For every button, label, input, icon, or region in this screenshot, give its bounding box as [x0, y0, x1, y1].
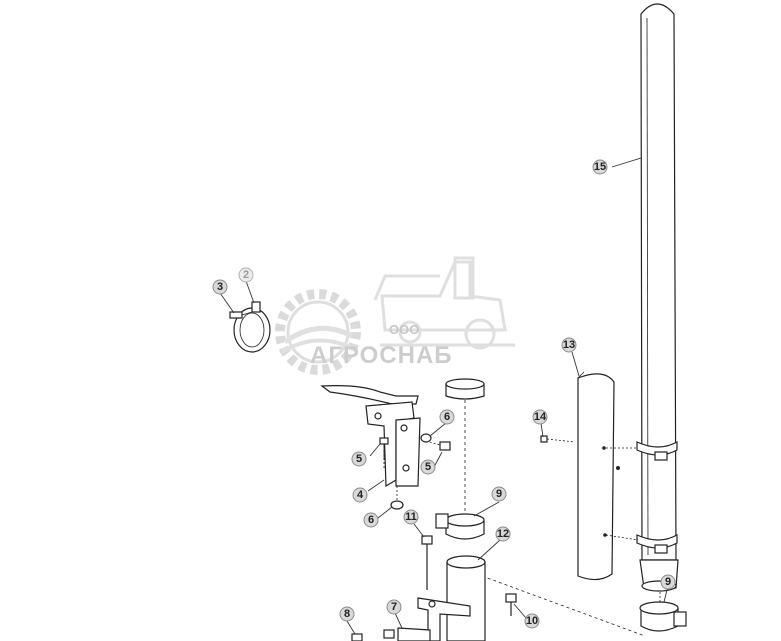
svg-text:14: 14	[534, 411, 547, 423]
lower-bracket	[397, 597, 471, 641]
svg-text:8: 8	[344, 608, 350, 620]
svg-text:10: 10	[526, 615, 538, 627]
bolt-8	[351, 629, 395, 641]
pipe-section	[446, 555, 486, 641]
svg-text:6: 6	[444, 411, 450, 423]
callout-2: 2	[238, 267, 254, 283]
bolt-10	[505, 593, 517, 616]
callout-5-right: 5	[420, 459, 436, 475]
heat-shield	[577, 371, 639, 581]
watermark-prefix: ООО	[389, 322, 419, 337]
svg-text:2: 2	[243, 269, 249, 281]
callout-13: 13	[561, 337, 577, 353]
svg-text:12: 12	[497, 528, 509, 540]
callout-15: 15	[592, 159, 608, 175]
leader-lines	[219, 157, 669, 635]
callout-9-right: 9	[660, 574, 676, 590]
screw-14	[540, 435, 620, 470]
harvester-logo-icon	[373, 256, 515, 350]
callout-4: 4	[352, 487, 368, 503]
callout-10: 10	[524, 613, 540, 629]
svg-text:13: 13	[563, 339, 575, 351]
callout-6-lower: 6	[363, 512, 379, 528]
svg-text:3: 3	[217, 281, 223, 293]
callout-7: 7	[386, 599, 402, 615]
svg-text:4: 4	[357, 489, 364, 501]
bolt-5-right	[421, 439, 451, 451]
svg-text:7: 7	[391, 601, 397, 613]
callout-9-middle: 9	[491, 486, 507, 502]
callout-3: 3	[212, 279, 228, 295]
watermark-company-name: АГРОСНАБ	[310, 342, 453, 369]
callout-8: 8	[339, 606, 355, 622]
svg-text:5: 5	[356, 453, 362, 465]
bolt-5-left	[379, 437, 389, 470]
svg-text:9: 9	[496, 488, 502, 500]
clamp-middle	[435, 513, 485, 540]
gear-logo-icon	[275, 289, 361, 375]
washer-6-lower	[390, 486, 404, 510]
muffler-outlet	[445, 378, 485, 512]
svg-text:5: 5	[425, 461, 431, 473]
clamp-lower-right	[639, 601, 687, 632]
washer-6-upper	[420, 433, 432, 443]
bolt-11	[421, 535, 433, 590]
callout-14: 14	[532, 409, 548, 425]
exhaust-stack-pipe	[636, 3, 679, 592]
callout-5-left: 5	[351, 451, 367, 467]
callout-12: 12	[495, 526, 511, 542]
band-clamp	[229, 301, 271, 353]
svg-text:6: 6	[368, 514, 374, 526]
svg-text:9: 9	[665, 576, 671, 588]
callout-6-upper: 6	[439, 409, 455, 425]
agrosnab-watermark: ООО АГРОСНАБ	[275, 256, 515, 375]
callout-11: 11	[403, 509, 419, 525]
mounting-bracket	[365, 401, 421, 488]
svg-text:11: 11	[405, 511, 417, 523]
svg-text:15: 15	[594, 161, 606, 173]
